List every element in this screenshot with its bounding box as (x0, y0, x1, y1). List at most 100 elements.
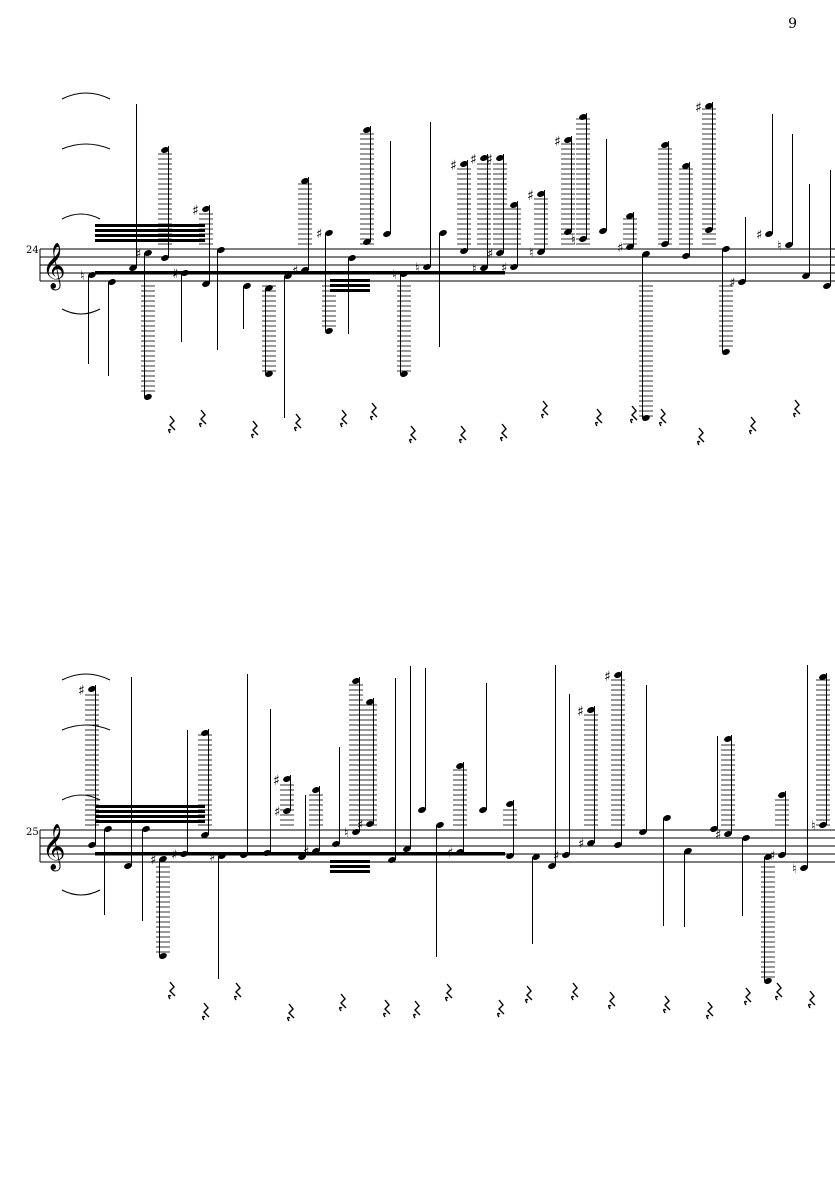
ledger-lines (477, 163, 491, 245)
sharp-sign: ♯ (135, 247, 141, 262)
notehead (366, 699, 374, 705)
notehead (124, 863, 132, 869)
sharp-sign: ♯ (78, 683, 85, 699)
notehead (201, 730, 209, 736)
treble-clef: 𝄞 (42, 243, 66, 291)
ledger-lines (503, 809, 517, 826)
quarter-rest (413, 1000, 421, 1019)
notehead (684, 848, 692, 854)
quarter-rest (383, 999, 391, 1018)
ledger-lines (639, 285, 653, 417)
quarter-rest (749, 416, 757, 435)
sharp-sign: ♯ (617, 241, 623, 256)
quarter-rest (202, 1002, 210, 1021)
ledger-lines (561, 143, 575, 245)
notehead (202, 206, 210, 212)
natural-sign: ♮ (571, 233, 576, 248)
quarter-rest (234, 982, 242, 1001)
ledger-lines (719, 285, 733, 347)
ledger-lines (85, 694, 99, 826)
quarter-rest (525, 985, 533, 1004)
notehead (562, 852, 570, 858)
ledger-lines (816, 679, 830, 826)
notehead (363, 127, 371, 133)
quarter-rest (340, 409, 348, 428)
notehead (802, 273, 810, 279)
slur (61, 673, 111, 681)
notehead (705, 227, 713, 233)
notehead (366, 821, 374, 827)
slur (61, 889, 101, 896)
notehead (823, 283, 831, 289)
sharp-sign: ♯ (501, 261, 507, 276)
sharp-sign: ♯ (604, 669, 611, 685)
treble-clef: 𝄞 (42, 824, 66, 872)
quarter-rest (697, 427, 705, 446)
notehead (284, 273, 292, 279)
beam (330, 870, 370, 873)
notehead (626, 213, 634, 219)
notehead (564, 137, 572, 143)
quarter-rest (595, 408, 603, 427)
notehead (325, 328, 333, 334)
notehead (325, 230, 333, 236)
staff (39, 248, 835, 282)
notehead (363, 239, 371, 245)
beam (330, 284, 370, 287)
notehead (88, 842, 96, 848)
sharp-sign: ♯ (756, 228, 762, 243)
notehead (506, 801, 514, 807)
quarter-rest (571, 982, 579, 1001)
notehead (352, 678, 360, 684)
notehead (283, 776, 291, 782)
beam (95, 234, 205, 237)
sharp-sign: ♯ (470, 152, 477, 168)
notehead (423, 264, 431, 270)
slur (61, 724, 111, 731)
sharp-sign: ♯ (450, 158, 457, 174)
beam (95, 271, 505, 275)
slur (61, 213, 101, 220)
natural-sign: ♮ (392, 268, 397, 283)
ledger-lines (360, 133, 374, 245)
beam (95, 224, 205, 227)
system-measure-25: 𝄞♯♯♯♯♯♯♯♮♯♯♯♯♯♯♯♯♮♮ (39, 665, 835, 1022)
quarter-rest (659, 408, 667, 427)
natural-sign: ♮ (472, 262, 477, 277)
notehead (388, 857, 396, 863)
notehead (460, 248, 468, 254)
notehead (88, 686, 96, 692)
ledger-lines (761, 866, 775, 978)
ledger-lines (584, 714, 598, 826)
notehead (661, 142, 669, 148)
notehead (88, 272, 96, 278)
notehead (642, 415, 650, 421)
notehead (400, 371, 408, 377)
notehead (418, 807, 426, 813)
notehead (144, 394, 152, 400)
notehead (705, 103, 713, 109)
quarter-rest (808, 990, 816, 1009)
quarter-rest (793, 399, 801, 418)
quarter-rest (294, 413, 302, 432)
quarter-rest (630, 405, 638, 424)
quarter-rest (706, 1001, 714, 1020)
ledger-lines (679, 168, 693, 245)
notehead (201, 832, 209, 838)
quarter-rest (541, 400, 549, 419)
ledger-lines (280, 784, 294, 826)
notehead (599, 228, 607, 234)
quarter-rest (445, 983, 453, 1002)
ledger-lines (611, 679, 625, 826)
notehead (765, 231, 773, 237)
beam (95, 852, 505, 856)
ledger-lines (576, 118, 590, 245)
quarter-rest (744, 987, 752, 1006)
notehead (142, 826, 150, 832)
natural-sign: ♮ (344, 826, 349, 841)
notehead (265, 285, 273, 291)
notehead (764, 854, 772, 860)
notehead (202, 281, 210, 287)
